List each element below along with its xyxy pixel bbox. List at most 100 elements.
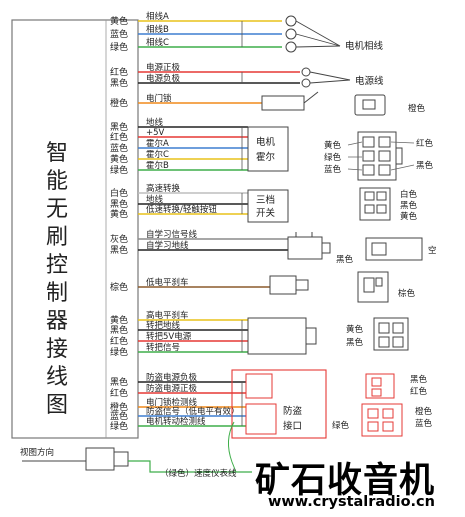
- watermark-url: www.crystalradio.cn: [268, 494, 435, 510]
- wire-color-name: 黑色: [110, 198, 128, 210]
- wire-label: 低电平刹车: [146, 277, 189, 288]
- hall-box-label-1: 电机: [256, 136, 276, 148]
- controller-title-char: 控: [46, 253, 68, 278]
- wire-label: 地线: [146, 194, 164, 205]
- wire-color-name: 黑色: [110, 77, 128, 89]
- wire-color-name: 黑色: [110, 121, 128, 133]
- low-brake-socket-icon: [357, 271, 389, 303]
- alarm-connector-top-icon: [365, 373, 395, 399]
- alarm-conn-bottom-3: 绿色: [332, 420, 350, 431]
- wire-label: 电源正极: [146, 62, 181, 73]
- wire-color-name: 绿色: [110, 41, 128, 53]
- wire-color-name: 蓝色: [110, 410, 128, 422]
- wire-label: 电门锁检测线: [146, 397, 198, 408]
- alarm-interface-box: [231, 369, 327, 439]
- lock-plug-icon: [261, 91, 319, 111]
- gear-connector-icon: [359, 187, 391, 221]
- controller-title-char: 刷: [46, 225, 68, 250]
- wire-color-name: 黑色: [110, 376, 128, 388]
- wire-label: 相线A: [146, 11, 169, 22]
- hall-connector-icon: [357, 131, 403, 181]
- speedometer-wire-to-alarm: [228, 421, 237, 473]
- wire-label: +5V: [146, 128, 165, 138]
- view-direction-label: 视图方向: [20, 447, 54, 458]
- phase-lead: [295, 33, 341, 47]
- wire-color-name: 黄色: [110, 208, 128, 220]
- throttle-plug-icon: [247, 317, 317, 355]
- learn-black-label: 黑色: [336, 254, 354, 265]
- hall-box-label-2: 霍尔: [256, 151, 276, 163]
- wire-color-name: 蓝色: [110, 142, 128, 154]
- hall-conn-left-2: 绿色: [324, 152, 342, 163]
- controller-title-char: 器: [46, 309, 68, 334]
- wire-color-name: 黄色: [110, 153, 128, 165]
- controller-title-char: 制: [46, 281, 68, 306]
- wire-label: 自学习地线: [146, 240, 189, 251]
- low-brake-plug-icon: [269, 275, 309, 295]
- controller-title-char: 接: [46, 337, 68, 362]
- wire-color-name: 黑色: [110, 244, 128, 256]
- hall-conn-left-1: 黄色: [324, 140, 342, 151]
- wire-color-name: 绿色: [110, 164, 128, 176]
- wire-label: 高速转换: [146, 183, 181, 194]
- gear-conn-3: 黄色: [400, 211, 418, 222]
- wire-color-name: 绿色: [110, 346, 128, 358]
- controller-title-char: 线: [46, 365, 68, 390]
- wire-label: 相线C: [146, 37, 169, 48]
- low-brake-connector-color: 棕色: [398, 288, 416, 299]
- alarm-conn-bottom-1: 橙色: [415, 406, 433, 417]
- throttle-connector-icon: [373, 317, 409, 351]
- wire-color-name: 红色: [110, 66, 128, 78]
- controller-body: [11, 19, 139, 439]
- wire-label: 霍尔A: [146, 138, 169, 149]
- hall-box: [247, 126, 289, 172]
- terminal-ring: [285, 41, 297, 53]
- wire-label: 地线: [146, 117, 164, 128]
- wire-label: 防盗信号（低电平有效）: [146, 406, 240, 417]
- controller-title-char: 图: [46, 393, 68, 418]
- wire-color-name: 红色: [110, 335, 128, 347]
- wire-color-name: 黄色: [110, 15, 128, 27]
- alarm-box-label-2: 接口: [283, 420, 302, 432]
- wire-color-name: 棕色: [110, 281, 128, 293]
- terminal-ring: [301, 78, 311, 88]
- wire-color-name: 灰色: [110, 233, 128, 245]
- gear-box-label-2: 开关: [256, 207, 276, 219]
- wire-label: 电机转动检测线: [146, 416, 206, 427]
- wire-label: 防盗电源负极: [146, 372, 198, 383]
- learn-plug-icon: [287, 232, 331, 260]
- power-group-label: 电源线: [355, 75, 384, 87]
- wire-label: 电门锁: [146, 93, 172, 104]
- wire-color-name: 红色: [110, 131, 128, 143]
- gear-switch-box: [247, 189, 289, 223]
- wire-color-name: 蓝色: [110, 28, 128, 40]
- wire-label: 转把信号: [146, 342, 180, 353]
- wire-label: 自学习信号线: [146, 229, 198, 240]
- motor-phase-terminals: [285, 15, 351, 88]
- wire-label: 电源负极: [146, 73, 181, 84]
- lock-socket-icon: [354, 94, 386, 116]
- speedometer-label: （绿色）速度仪表线: [160, 468, 237, 479]
- alarm-conn-top-2: 红色: [410, 386, 428, 397]
- wire-color-name: 黑色: [110, 324, 128, 336]
- wire-label: 霍尔B: [146, 160, 169, 171]
- alarm-conn-top-1: 黑色: [410, 374, 428, 385]
- wire-label: 霍尔C: [146, 149, 169, 160]
- wire-color-name: 橙色: [110, 401, 128, 413]
- hall-conn-right-2: 黑色: [416, 160, 434, 171]
- terminal-ring: [301, 67, 311, 77]
- terminal-ring: [285, 15, 297, 27]
- throttle-conn-1: 黄色: [346, 324, 364, 335]
- alarm-box-label-1: 防盗: [283, 405, 303, 417]
- controller-title-char: 无: [46, 197, 68, 222]
- gear-conn-1: 白色: [400, 189, 418, 200]
- hall-conn-right-1: 红色: [416, 138, 434, 149]
- hall-conn-left-3: 蓝色: [324, 164, 342, 175]
- controller-title-char: 能: [46, 169, 68, 194]
- power-lead: [309, 79, 351, 84]
- speedometer-wire: [128, 460, 252, 473]
- phase-lead: [295, 20, 341, 47]
- wire-color-name: 红色: [110, 387, 128, 399]
- gear-box-label-1: 三档: [256, 194, 275, 206]
